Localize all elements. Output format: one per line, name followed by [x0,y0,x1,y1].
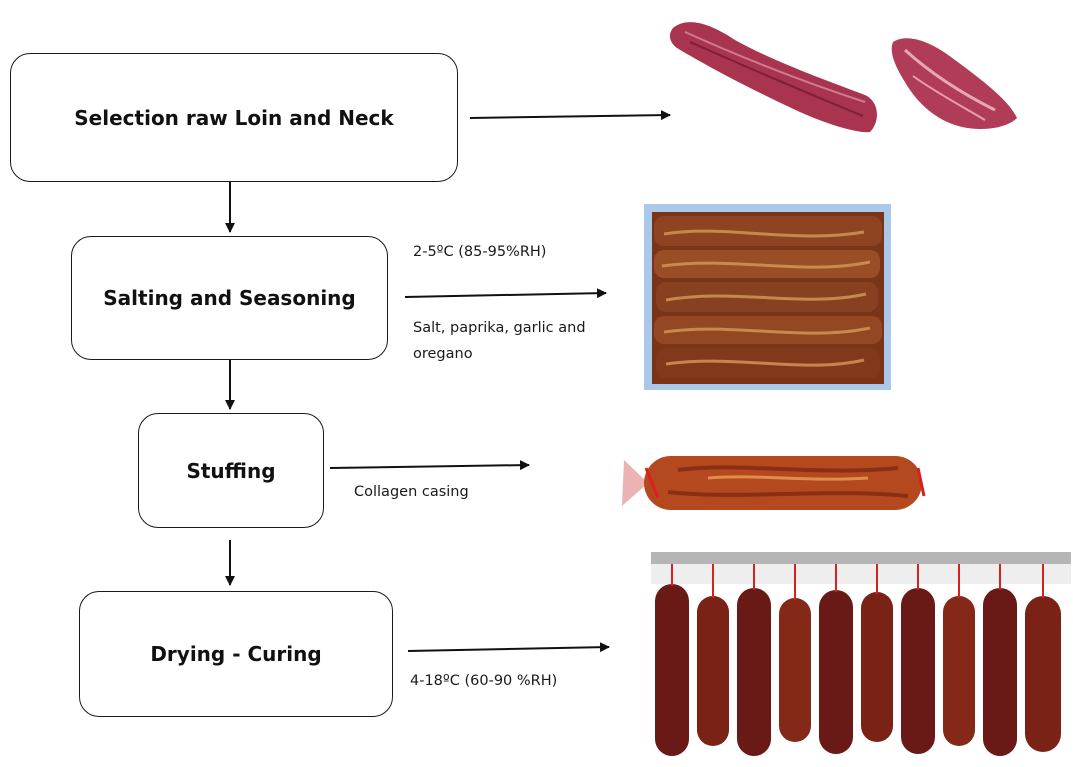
arrow-selection-to-photo [470,115,670,118]
salting-ingredients-line2: oregano [413,341,586,367]
salting-ingredients-note: Salt, paprika, garlic and oregano [413,315,586,367]
salting-ingredients-line1: Salt, paprika, garlic and [413,315,586,341]
seasoned-loins-tray-photo [644,204,891,390]
raw-loin-and-neck-photo [665,10,1025,140]
stuffing-casing-text: Collagen casing [354,484,469,500]
drying-conditions-note: 4-18ºC (60-90 %RH) [410,668,557,694]
salting-conditions-note: 2-5ºC (85-95%RH) [413,239,546,265]
stuffing-casing-note: Collagen casing [354,479,469,505]
raw-neck-piece [892,38,1017,129]
salting-conditions-text: 2-5ºC (85-95%RH) [413,244,546,260]
arrow-stuffing-to-photo [330,465,529,468]
arrow-salting-to-photo [405,293,606,297]
hanging-cured-sausages-photo [651,552,1071,762]
arrow-drying-to-photo [408,647,609,651]
drying-conditions-text: 4-18ºC (60-90 %RH) [410,673,557,689]
stuffed-sausage-photo [618,448,930,518]
